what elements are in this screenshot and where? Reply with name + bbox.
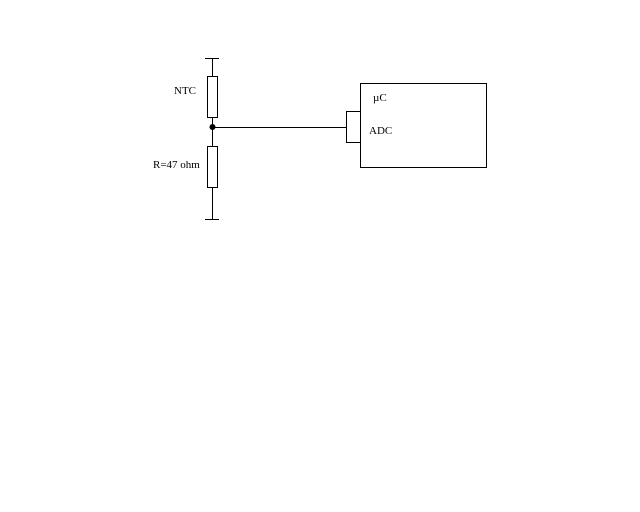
mcu-label: µC	[373, 92, 387, 104]
microcontroller-box	[360, 83, 487, 168]
fixed-resistor	[207, 146, 218, 188]
adc-pin	[346, 111, 361, 143]
adc-label: ADC	[369, 125, 392, 137]
ntc-label: NTC	[174, 85, 196, 97]
ntc-thermistor	[207, 76, 218, 118]
resistor-label: R=47 ohm	[153, 159, 200, 171]
bottom-ground-terminal	[205, 188, 219, 220]
top-supply-terminal	[205, 58, 219, 76]
